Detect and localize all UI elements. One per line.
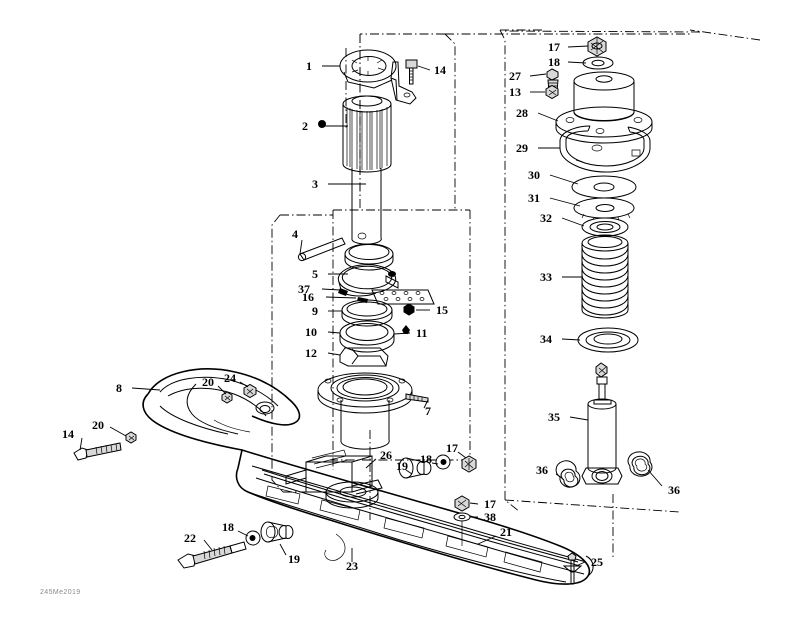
callout-14-upper: 14: [434, 63, 446, 77]
part-29-retaining-collar: [559, 125, 651, 173]
part-20-lock-nut-c: [125, 431, 137, 444]
callout-20-a: 20: [202, 375, 214, 389]
part-7-spindle-housing: [317, 372, 429, 450]
callout-31: 31: [528, 191, 540, 205]
callout-10: 10: [305, 325, 317, 339]
part-4-pin: [297, 237, 346, 262]
callout-11: 11: [416, 326, 427, 340]
callout-4: 4: [292, 227, 298, 241]
callout-35: 35: [548, 410, 560, 424]
group-boundary-lines: [271, 29, 761, 560]
callout-1: 1: [306, 59, 312, 73]
part-17-nut-c: [587, 36, 607, 57]
part-9-washer-ring: [341, 299, 393, 327]
part-26-ski-saddle-bracket: [285, 449, 383, 509]
callout-33: 33: [540, 270, 552, 284]
callout-32: 32: [540, 211, 552, 225]
callout-14-lower: 14: [62, 427, 74, 441]
part-22-bolt-long: [177, 541, 247, 569]
callout-17-b: 17: [484, 497, 496, 511]
part-36-shock-bushing-b: [627, 451, 653, 477]
callout-34: 34: [540, 332, 552, 346]
callout-23: 23: [346, 559, 358, 573]
part-3-spindle-shaft: [342, 95, 392, 245]
callout-12: 12: [305, 346, 317, 360]
part-19-spacer-sleeve-b: [260, 521, 294, 543]
callout-19-b: 19: [288, 552, 300, 566]
part-2-grease-nipple: [318, 120, 326, 128]
callout-29: 29: [516, 141, 528, 155]
part-10-bushing-ring: [339, 320, 395, 353]
part-15-nut: [403, 303, 415, 316]
callout-36-b: 36: [668, 483, 680, 497]
callout-2: 2: [302, 119, 308, 133]
callout-28: 28: [516, 106, 528, 120]
callout-24: 24: [224, 371, 236, 385]
part-5-retaining-clamp: [337, 264, 399, 297]
callout-15: 15: [436, 303, 448, 317]
callout-21: 21: [500, 525, 512, 539]
callout-18-c: 18: [548, 55, 560, 69]
part-33-coil-spring: [581, 234, 629, 319]
callout-17-a: 17: [446, 441, 458, 455]
callout-8: 8: [116, 381, 122, 395]
part-12-half-bushing: [339, 347, 389, 367]
leader-lines: [79, 45, 663, 567]
part-24-lock-nut-b: [243, 383, 257, 399]
callout-38: 38: [484, 510, 496, 524]
part-14-bolt-lower: [73, 442, 122, 461]
callout-13: 13: [509, 85, 521, 99]
callout-19-a: 19: [396, 459, 408, 473]
callout-17-c: 17: [548, 40, 560, 54]
part-21-ski-runner: [261, 469, 581, 567]
part-17-nut-b: [454, 495, 470, 512]
part-31-washer: [573, 197, 635, 222]
part-38-washer: [453, 512, 471, 522]
callout-5: 5: [312, 267, 318, 281]
callout-3: 3: [312, 177, 318, 191]
part-25-rivet: [562, 552, 583, 585]
part-17-nut-a: [461, 455, 477, 473]
part-14-bolt-upper: [405, 59, 418, 85]
callout-16: 16: [302, 290, 314, 304]
callout-20-c: 20: [92, 418, 104, 432]
part-18-washer-c: [582, 56, 614, 70]
part-8-ski-handle-loop: [142, 368, 301, 451]
part-18-washer-b: [245, 530, 261, 546]
part-1-steering-arm-bracket: [339, 49, 417, 105]
part-6-ring: [344, 243, 394, 271]
part-34-spring-seat-washer: [577, 327, 639, 353]
part-35-shock-absorber: [581, 362, 623, 485]
drawing-watermark: 245Me2019: [40, 589, 81, 596]
callout-22: 22: [184, 531, 196, 545]
callout-labels: 1 14 2 3 4 5 37 16 9 10 11 15 12 7 8 20 …: [62, 40, 680, 573]
callout-26: 26: [380, 448, 392, 462]
callout-37: 37: [298, 282, 310, 296]
callout-30: 30: [528, 168, 540, 182]
callout-25: 25: [591, 555, 603, 569]
part-13-nut: [545, 84, 559, 100]
part-5-mount-plate: [371, 289, 435, 305]
callout-9: 9: [312, 304, 318, 318]
part-11-grease-fitting: [402, 325, 410, 334]
callout-36-a: 36: [536, 463, 548, 477]
part-30-washer: [571, 175, 637, 199]
part-36-shock-bushing-a: [555, 460, 581, 488]
callout-7: 7: [425, 404, 431, 418]
part-32-washer: [581, 217, 629, 237]
part-20-lock-nut-a: [221, 391, 233, 404]
callout-18-a: 18: [420, 452, 432, 466]
part-18-washer-a: [435, 454, 451, 470]
callout-27: 27: [509, 69, 521, 83]
callout-18-b: 18: [222, 520, 234, 534]
